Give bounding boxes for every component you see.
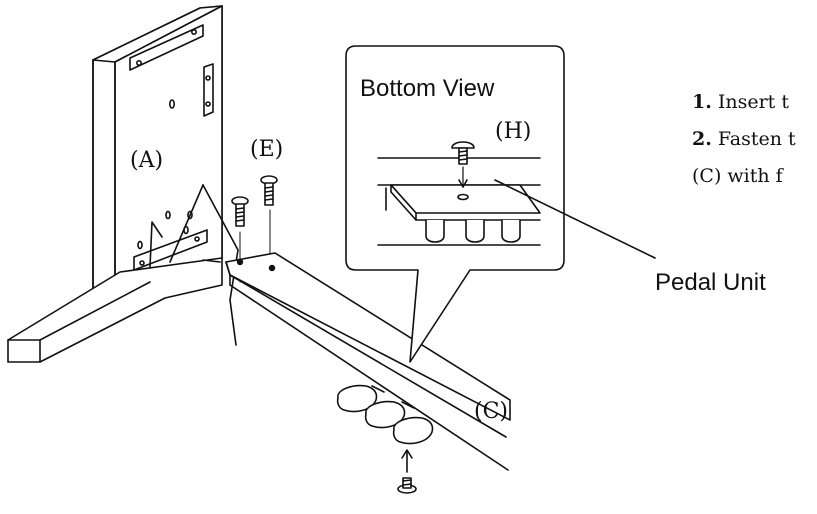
step-2-continued: (C) with f [692, 165, 785, 187]
step-2-text: Fasten t [718, 128, 796, 150]
step-2: 2. Fasten t [692, 128, 796, 150]
pedals [336, 384, 434, 445]
screw-e-left [231, 196, 249, 283]
bottom-view-callout [345, 45, 656, 363]
label-screw-h: (H) [495, 119, 531, 144]
label-beam-c: (C) [474, 399, 508, 424]
instruction-steps: 1. Insert t 2. Fasten t (C) with f [692, 91, 796, 187]
callout-title: Bottom View [360, 75, 495, 102]
label-screws-e: (E) [250, 137, 283, 162]
step-2-number: 2. [692, 128, 712, 150]
screw-e-right [260, 175, 278, 269]
beam-c [225, 252, 511, 471]
bottom-screw-h [397, 449, 417, 494]
label-side-panel-a: (A) [130, 148, 163, 173]
step-1-number: 1. [692, 91, 712, 113]
step-1-text: Insert t [718, 91, 789, 113]
side-panel-a [7, 5, 223, 363]
pedal-unit-label: Pedal Unit [655, 269, 766, 296]
step-2-continued-text: (C) with f [692, 165, 785, 187]
step-1: 1. Insert t [692, 91, 789, 113]
